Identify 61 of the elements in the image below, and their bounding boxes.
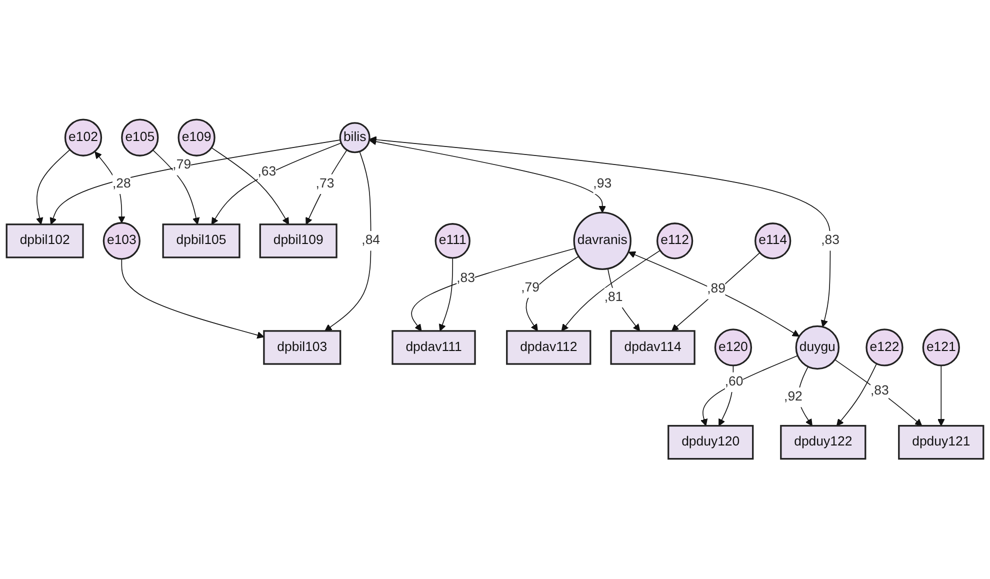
edge-label: ,93: [593, 176, 612, 191]
edge-label: ,83: [870, 384, 889, 398]
arrow: [369, 136, 831, 328]
arrow: [628, 252, 800, 337]
edge-label: ,92: [784, 390, 802, 404]
node-circle: bilis: [339, 122, 370, 154]
arrow: [798, 366, 812, 426]
node-box: dpdav111: [392, 330, 476, 366]
arrow: [561, 250, 661, 332]
edge-label: ,79: [521, 280, 540, 295]
arrow: [411, 248, 576, 332]
node-circle: e103: [102, 222, 140, 260]
node-circle: e114: [754, 222, 792, 260]
arrow: [152, 150, 200, 225]
edge-label: ,73: [316, 176, 334, 191]
node-circle: e120: [714, 328, 752, 367]
edge-label: ,79: [172, 158, 192, 172]
node-circle: e105: [121, 119, 159, 157]
arrow: [718, 365, 734, 426]
edge-label: ,83: [821, 234, 840, 248]
edge-label: ,89: [707, 282, 726, 296]
node-box: dpbil105: [162, 224, 240, 259]
node-circle: e112: [656, 222, 694, 260]
arrow: [938, 365, 945, 426]
node-box: dpbil103: [263, 330, 342, 366]
arrow: [324, 151, 372, 332]
node-box: dpduy122: [780, 425, 866, 460]
arrow: [36, 150, 70, 225]
arrow: [836, 364, 878, 426]
node-box: dpduy120: [668, 425, 754, 460]
node-circle: duygu: [795, 326, 840, 370]
arrow: [211, 142, 342, 225]
arrow: [369, 138, 606, 214]
arrow: [671, 252, 760, 332]
node-circle: e109: [178, 119, 216, 157]
arrow: [607, 268, 640, 332]
arrow: [700, 356, 798, 426]
edge-label: ,83: [456, 271, 475, 286]
node-circle: davranis: [573, 212, 632, 270]
node-box: dpbil109: [259, 224, 338, 259]
edge-label: ,81: [604, 290, 623, 305]
arrow: [121, 258, 264, 339]
arrow: [526, 256, 580, 332]
arrow: [306, 150, 348, 225]
edge-label: ,60: [724, 375, 744, 390]
node-circle: e102: [64, 119, 102, 157]
node-box: dpdav112: [506, 330, 592, 366]
edge-label: ,84: [362, 234, 380, 248]
node-box: dpdav114: [610, 330, 696, 366]
node-circle: e122: [866, 328, 904, 367]
node-circle: e111: [434, 223, 470, 260]
node-box: dpbil102: [6, 224, 84, 259]
edge-label: ,28: [112, 176, 131, 191]
edge-label: ,63: [258, 165, 276, 180]
arrow: [50, 140, 341, 225]
node-circle: e121: [922, 328, 960, 367]
arrow: [94, 152, 126, 224]
arrow: [438, 258, 454, 332]
arrow: [211, 148, 290, 225]
node-box: dpduy121: [898, 425, 984, 460]
arrow: [834, 360, 922, 426]
